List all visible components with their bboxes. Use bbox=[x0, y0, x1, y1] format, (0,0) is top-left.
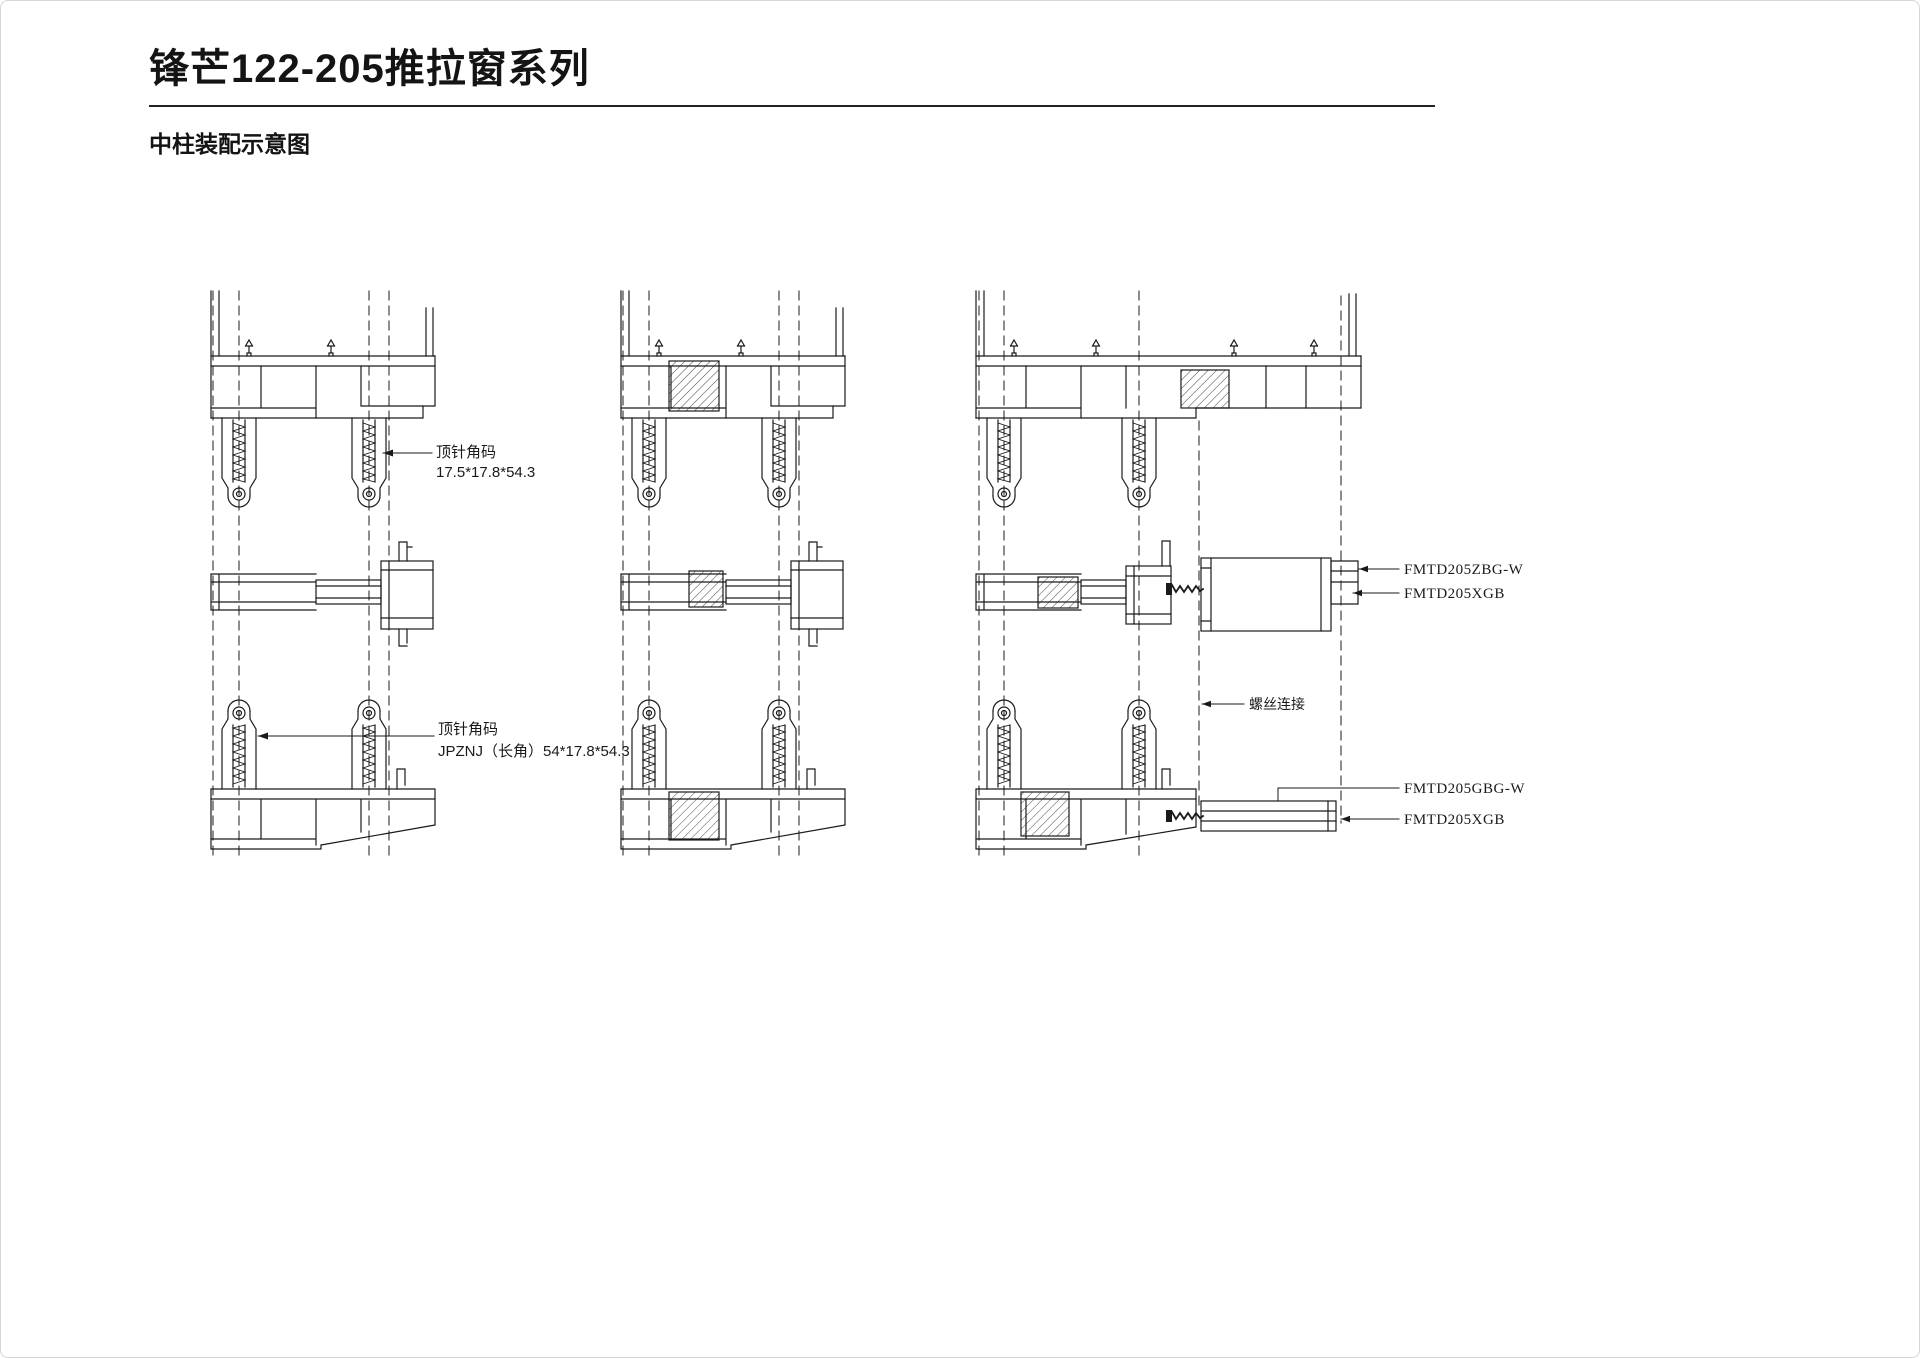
hatch-block bbox=[668, 791, 720, 841]
pin-bracket-top-label-line2: 17.5*17.8*54.3 bbox=[436, 464, 535, 481]
sheet-header: 锋芒122-205推拉窗系列 中柱装配示意图 bbox=[149, 45, 1435, 159]
hatch-block bbox=[668, 360, 720, 412]
hatch-block bbox=[1180, 369, 1230, 409]
part-label-xgb-bottom: FMTD205XGB bbox=[1404, 812, 1505, 828]
sheet-title: 锋芒122-205推拉窗系列 bbox=[149, 47, 590, 91]
column1-top-assembly bbox=[211, 291, 435, 507]
title-divider bbox=[149, 105, 1435, 107]
leader-lines bbox=[257, 449, 1400, 823]
leader-part-gbg bbox=[1277, 787, 1400, 802]
screw-icon bbox=[1165, 582, 1204, 596]
screw-icon bbox=[1165, 809, 1204, 823]
column2-middle-assembly bbox=[620, 541, 844, 647]
hatch-block bbox=[688, 570, 724, 608]
drawing-column-3 bbox=[975, 290, 1362, 850]
column3-middle-assembly bbox=[975, 540, 1359, 632]
annotation-texts: 顶针角码 17.5*17.8*54.3 顶针角码 JPZNJ（长角）54*17.… bbox=[436, 444, 1525, 828]
hatch-block bbox=[1037, 576, 1079, 609]
column3-top-assembly bbox=[975, 290, 1362, 508]
connector-profile-zbg bbox=[1200, 557, 1332, 632]
column1-bottom-assembly bbox=[211, 700, 435, 849]
part-label-zbg-w: FMTD205ZBG-W bbox=[1404, 562, 1524, 578]
part-label-xgb-top: FMTD205XGB bbox=[1404, 586, 1505, 602]
column2-top-assembly bbox=[621, 291, 845, 507]
column3-bottom-assembly bbox=[975, 699, 1337, 850]
centerlines bbox=[212, 290, 1342, 860]
pin-bracket-bottom-label-line1: 顶针角码 bbox=[438, 721, 498, 738]
hatch-block bbox=[1020, 791, 1070, 837]
screw-connection-label: 螺丝连接 bbox=[1249, 696, 1305, 712]
column2-bottom-assembly bbox=[621, 700, 845, 849]
drawing-column-1 bbox=[210, 291, 435, 849]
part-label-gbg-w: FMTD205GBG-W bbox=[1404, 781, 1525, 797]
pin-bracket-bottom-label-line2: JPZNJ（长角）54*17.8*54.3 bbox=[438, 743, 630, 760]
column1-middle-assembly bbox=[210, 541, 434, 647]
sheet-subtitle: 中柱装配示意图 bbox=[149, 131, 310, 157]
pin-bracket-top-label-line1: 顶针角码 bbox=[436, 444, 496, 461]
connector-profile-gbg bbox=[1200, 800, 1337, 832]
drawing-column-2 bbox=[620, 291, 845, 849]
